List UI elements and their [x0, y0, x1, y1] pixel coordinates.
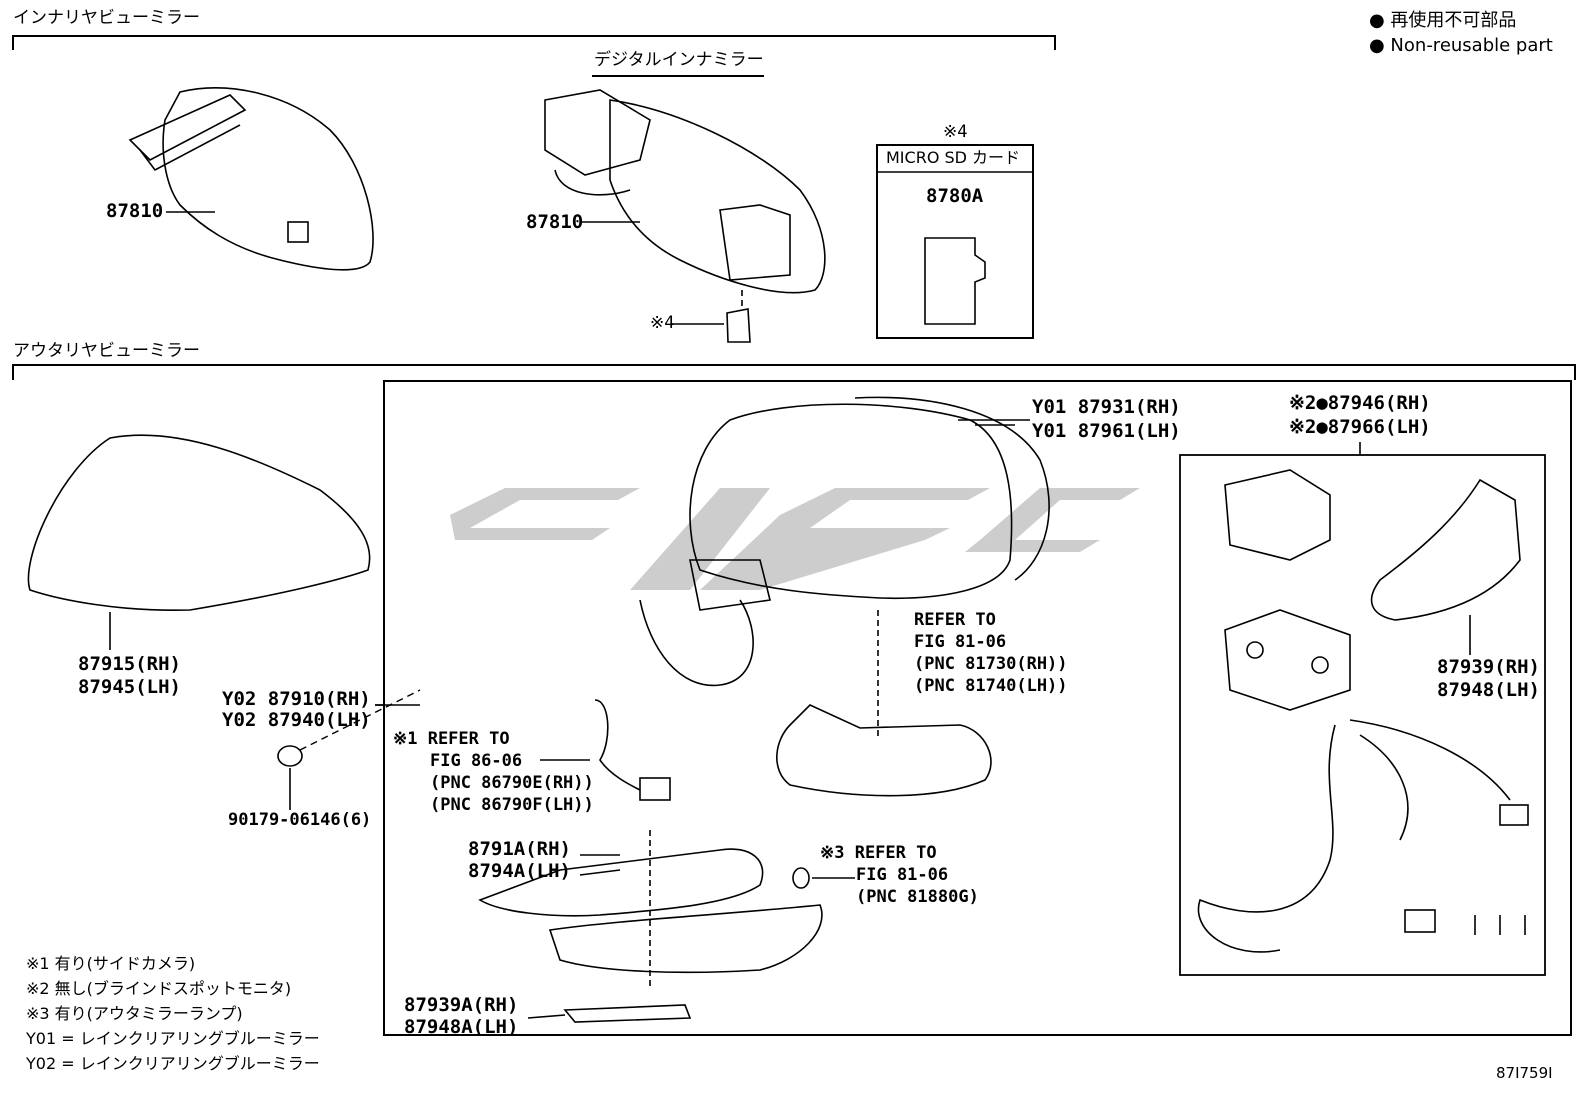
- outer-mirror-section-title: アウタリヤビューミラー: [13, 341, 200, 361]
- wire-harness-drawing: [1197, 719, 1529, 953]
- cap-nut-part[interactable]: 90179-06146(6): [228, 810, 372, 830]
- bulb-ref-line1: ※3 REFER TO: [820, 843, 937, 863]
- inner-mirror-part-number[interactable]: 87810: [106, 200, 164, 222]
- footnote-y02: Y02 = レインクリアリングブルーミラー: [26, 1054, 320, 1073]
- mirror-glass-rh-part[interactable]: Y01 87931(RH): [1032, 396, 1181, 418]
- mirror-base-rh-part[interactable]: 8791A(RH): [468, 838, 571, 860]
- mirror-cover-drawing: [27, 434, 371, 650]
- figure-id: 87I759I: [1496, 1064, 1553, 1082]
- outer-section-bracket: [12, 364, 1576, 380]
- lower-cover-lh-part[interactable]: 87948(LH): [1437, 679, 1540, 701]
- mirror-assembly-frame: [383, 380, 1572, 1036]
- camera-ref-line4: (PNC 86790F(LH)): [430, 795, 594, 815]
- footnote-2: ※2 無し(ブラインドスポットモニタ): [26, 979, 292, 998]
- cap-nut-drawing: [277, 745, 303, 810]
- turn-lamp-ref-line1: REFER TO: [914, 610, 996, 630]
- lower-lamp-lh-part[interactable]: 87948A(LH): [404, 1016, 519, 1038]
- turn-lamp-drawing: [776, 610, 992, 797]
- sd-card-part-number[interactable]: 8780A: [926, 185, 984, 207]
- motor-parts-frame: [1179, 454, 1546, 976]
- inner-mirror-drawing: [128, 87, 374, 271]
- camera-ref-line2: FIG 86-06: [430, 751, 523, 771]
- leader-lines: [375, 419, 1030, 706]
- inner-section-bracket: [12, 35, 1056, 50]
- side-camera-drawing: [540, 699, 671, 801]
- mirror-cover-lh-part[interactable]: 87945(LH): [78, 676, 181, 698]
- bulb-ref-line3: (PNC 81880G): [856, 887, 979, 907]
- lower-cover-rh-part[interactable]: 87939(RH): [1437, 656, 1540, 678]
- inner-mirror-section-title: インナリヤビューミラー: [13, 8, 200, 28]
- mirror-assy-rh-part[interactable]: Y02 87910(RH): [222, 688, 371, 710]
- legend-non-reusable-ja: ● 再使用不可部品: [1369, 10, 1517, 31]
- mirror-glass-lh-part[interactable]: Y01 87961(LH): [1032, 420, 1181, 442]
- sd-card-title: MICRO SD カード: [886, 148, 1021, 167]
- digital-mirror-section-title: デジタルインナミラー: [594, 50, 764, 70]
- mirror-base-drawing: [478, 830, 823, 990]
- footnote-1: ※1 有り(サイドカメラ): [26, 954, 196, 973]
- motor-rh-part[interactable]: ※2●87946(RH): [1289, 392, 1431, 414]
- mirror-housing-drawing: [639, 396, 1050, 687]
- watermark-logo: [450, 488, 1140, 590]
- turn-lamp-ref-line3: (PNC 81730(RH)): [914, 654, 1068, 674]
- camera-ref-line3: (PNC 86790E(RH)): [430, 773, 594, 793]
- footnote-3: ※3 有り(アウタミラーランプ): [26, 1004, 243, 1023]
- lower-cover-drawing: [1370, 478, 1521, 655]
- mirror-cover-rh-part[interactable]: 87915(RH): [78, 653, 181, 675]
- camera-ref-line1: ※1 REFER TO: [393, 729, 510, 749]
- mirror-assy-lh-part[interactable]: Y02 87940(LH): [222, 709, 371, 731]
- lower-lamp-rh-part[interactable]: 87939A(RH): [404, 994, 519, 1016]
- digital-mirror-drawing: [544, 89, 826, 343]
- sd-card-reference-mark: ※4: [650, 313, 675, 333]
- turn-lamp-ref-line4: (PNC 81740(LH)): [914, 676, 1068, 696]
- bulb-ref-line2: FIG 81-06: [856, 865, 949, 885]
- footnote-y01: Y01 = レインクリアリングブルーミラー: [26, 1029, 320, 1048]
- lower-lamp-drawing: [527, 1004, 692, 1023]
- sd-card-note-mark: ※4: [943, 122, 968, 142]
- turn-lamp-ref-line2: FIG 81-06: [914, 632, 1007, 652]
- digital-mirror-part-number[interactable]: 87810: [526, 211, 584, 233]
- motor-lh-part[interactable]: ※2●87966(LH): [1289, 416, 1431, 438]
- motor-drawing: [1224, 469, 1351, 711]
- legend-non-reusable-en: ● Non-reusable part: [1369, 35, 1553, 56]
- sd-card-box: [876, 144, 1034, 339]
- bulb-drawing: [792, 867, 855, 889]
- mirror-base-lh-part[interactable]: 8794A(LH): [468, 860, 571, 882]
